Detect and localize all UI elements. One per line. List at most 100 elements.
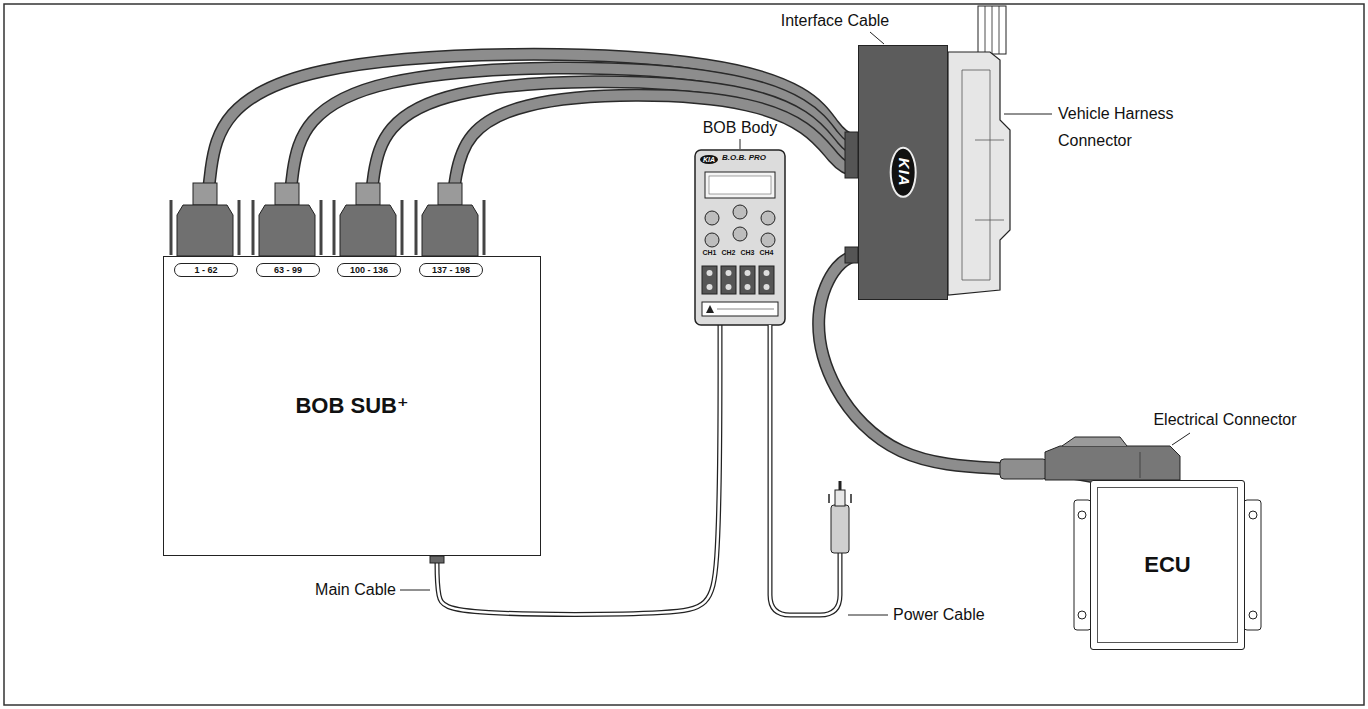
thumb-screw [170, 200, 173, 255]
main-cable-socket [430, 556, 444, 563]
frame [4, 4, 1364, 705]
socket-hole [726, 270, 732, 276]
strain-relief [275, 183, 299, 205]
part-label: Power Cable [893, 606, 985, 624]
connector-latch [1062, 437, 1127, 446]
part-label: BOB Body [703, 119, 778, 137]
node-text: 1 - 62 [194, 266, 217, 275]
button [761, 233, 775, 247]
cigar-plug-neck [835, 490, 845, 506]
part-label: Electrical Connector [1153, 411, 1296, 429]
node-text: 63 - 99 [274, 266, 302, 275]
cable-boot [845, 247, 858, 263]
socket-hole [745, 270, 751, 276]
socket-hole [707, 270, 713, 276]
socket-hole [726, 284, 732, 290]
channel-socket [740, 266, 755, 294]
button [733, 227, 747, 241]
node-text: BOB SUB⁺ [295, 393, 408, 419]
cigar-plug-spring [850, 494, 852, 503]
node-text: 100 - 136 [350, 266, 388, 275]
warning-strip [702, 302, 778, 316]
button [705, 211, 719, 225]
thumb-screw [252, 200, 255, 255]
leader-line [1004, 114, 1052, 115]
part-label: Vehicle Harness Connector [1058, 100, 1188, 154]
bob-body-device: KIAB.O.B. PROCH1CH2CH3CH4 [695, 150, 785, 325]
connector-rib [1140, 452, 1141, 478]
pin-range-tag: 100 - 136 [337, 263, 401, 277]
leader-line [740, 139, 741, 149]
interface-cable-box: KIA [858, 45, 948, 300]
strain-relief [193, 183, 217, 205]
mounting-hole [1249, 611, 1257, 619]
plug-shell [177, 205, 233, 256]
thumb-screw [238, 200, 241, 255]
channel-label: CH4 [759, 249, 774, 256]
pin-range-tag: 1 - 62 [174, 263, 238, 277]
harness-rib [975, 220, 1004, 221]
leader-line [1172, 433, 1190, 445]
logo-text: B.O.B. PRO [722, 154, 766, 163]
thumb-screw [415, 200, 418, 255]
harness-connector [948, 52, 1010, 295]
sub-cable-core [451, 95, 858, 263]
pin-range-tag: 137 - 198 [419, 263, 483, 277]
node-text: 137 - 198 [432, 266, 470, 275]
channel-label: CH3 [740, 249, 755, 256]
leader-line [848, 615, 888, 616]
lcd-frame [705, 172, 775, 198]
channel-socket [702, 266, 717, 294]
harness-wires [978, 6, 1006, 54]
mounting-hole [1078, 511, 1086, 519]
cable-boot [845, 132, 858, 178]
button [761, 211, 775, 225]
plug-shell [422, 205, 478, 256]
plug-shell [259, 205, 315, 256]
channel-socket [759, 266, 774, 294]
part-label: Interface Cable [781, 12, 890, 30]
socket-hole [707, 284, 713, 290]
cigar-plug-body [831, 505, 849, 553]
ecu-box: ECU [1090, 480, 1245, 650]
pin-range-tag: 63 - 99 [256, 263, 320, 277]
button [733, 205, 747, 219]
thumb-screw [333, 200, 336, 255]
mounting-hole [1078, 611, 1086, 619]
harness-rib [975, 140, 1004, 141]
warning-triangle [706, 305, 714, 313]
channel-socket [721, 266, 736, 294]
thumb-screw [483, 200, 486, 255]
lcd-screen [709, 176, 771, 194]
mounting-ear [1074, 500, 1091, 630]
strain-relief [356, 183, 380, 205]
harness-wire [985, 6, 986, 54]
cigar-plug-spring [828, 494, 830, 503]
electrical-connector [1045, 446, 1180, 480]
node-text: ECU [1144, 552, 1190, 578]
thumb-screw [401, 200, 404, 255]
socket-hole [745, 284, 751, 290]
leader-line [400, 590, 430, 591]
harness-wire [992, 6, 993, 54]
sub-cable [451, 95, 858, 263]
mounting-ear [1244, 500, 1261, 630]
channel-label: CH1 [702, 249, 717, 256]
connector-boot [1000, 459, 1047, 479]
part-label: Main Cable [315, 581, 396, 599]
mounting-hole [1249, 511, 1257, 519]
plug-shell [340, 205, 396, 256]
dsub-plug [416, 183, 484, 256]
socket-hole [764, 284, 770, 290]
logo-text: KIA [890, 147, 917, 198]
device-body [695, 150, 785, 325]
power-cable [770, 325, 840, 615]
thumb-screw [320, 200, 323, 255]
sub-cable-outline [451, 95, 858, 263]
harness-wire [999, 6, 1000, 54]
strain-relief [438, 183, 462, 205]
breakout-sub-box: BOB SUB⁺ 1 - 62 63 - 99 100 - 136 137 - 198 [163, 256, 541, 556]
logo-text: KIA [700, 155, 718, 164]
